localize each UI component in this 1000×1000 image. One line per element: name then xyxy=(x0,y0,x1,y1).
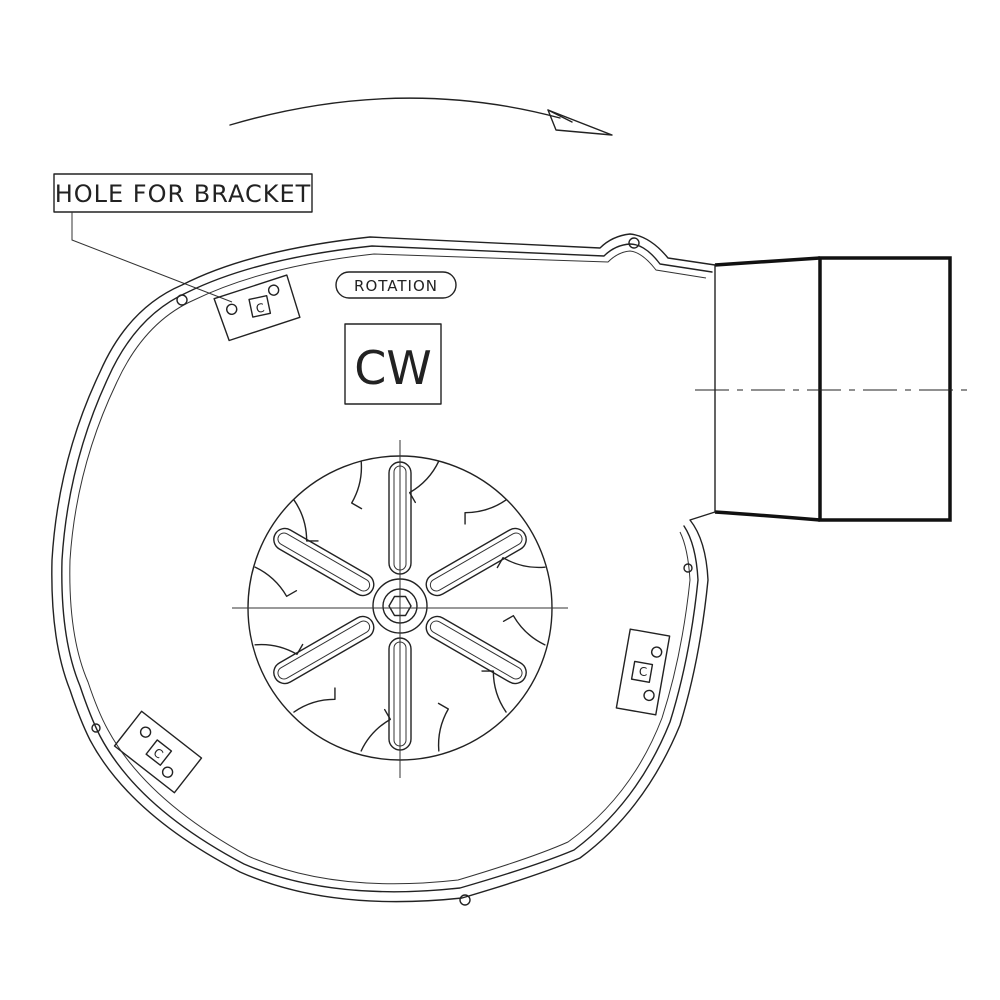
impeller-spoke xyxy=(425,527,527,597)
rotation-arrow xyxy=(229,97,613,136)
impeller xyxy=(232,440,568,778)
outlet-duct xyxy=(695,256,972,522)
bracket-right: C xyxy=(615,628,671,716)
impeller-spoke xyxy=(425,615,527,685)
bracket-bottom-left: C xyxy=(113,710,203,794)
impeller-blade xyxy=(437,702,450,752)
impeller-spoke xyxy=(273,527,375,597)
rotation-label-group: ROTATION CW xyxy=(335,271,457,405)
impeller-blade xyxy=(464,499,507,525)
impeller-blade xyxy=(293,499,319,542)
impeller-blade xyxy=(293,687,336,713)
scroll-housing xyxy=(51,233,716,906)
bracket-mark: C xyxy=(639,665,647,679)
impeller-blade xyxy=(496,556,546,569)
impeller-blade xyxy=(408,460,440,504)
rotation-direction: CW xyxy=(354,341,432,395)
rotation-label: ROTATION xyxy=(354,277,438,295)
impeller-blade xyxy=(254,643,304,656)
impeller-blade xyxy=(254,566,298,598)
callout-hole-for-bracket: HOLE FOR BRACKET xyxy=(53,173,313,303)
impeller-blade xyxy=(481,670,507,713)
bracket-top-left: C xyxy=(213,274,301,342)
bracket-mark: C xyxy=(255,301,266,316)
impeller-spoke xyxy=(273,615,375,685)
impeller-blade xyxy=(502,614,546,646)
impeller-blade xyxy=(360,708,392,752)
impeller-blades xyxy=(254,460,546,752)
impeller-blade xyxy=(350,460,363,510)
callout-label: HOLE FOR BRACKET xyxy=(55,180,312,208)
